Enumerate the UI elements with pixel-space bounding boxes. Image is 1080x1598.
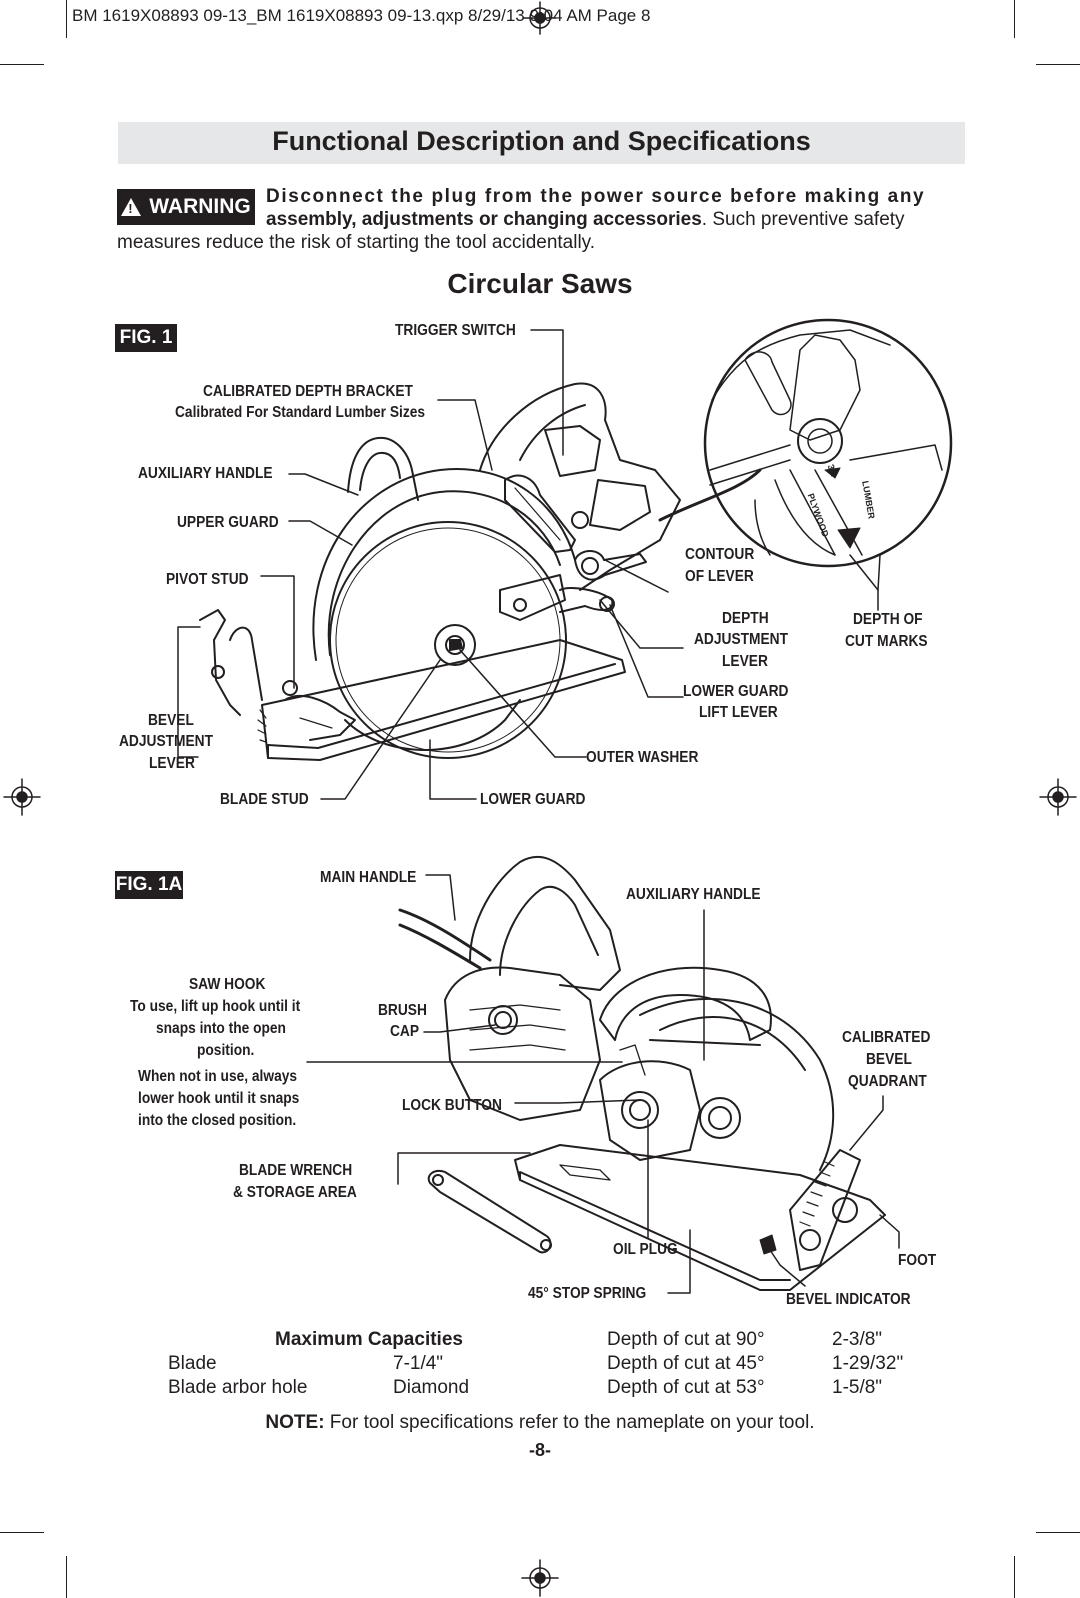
title-bar — [118, 122, 965, 164]
callout-calibrated-bevel-quadrant-2: BEVEL — [866, 1051, 912, 1068]
callout-blade-wrench-2: & STORAGE AREA — [233, 1184, 357, 1201]
callout-depth-of-cut-marks-1: DEPTH OF — [853, 611, 923, 628]
note-text: For tool specifications refer to the nam… — [324, 1412, 815, 1433]
crop-mark — [0, 64, 44, 65]
callout-saw-hook-text-6: into the closed position. — [138, 1112, 297, 1129]
callout-depth-adjustment-lever-3: LEVER — [722, 653, 768, 670]
callout-calibrated-bevel-quadrant-3: QUADRANT — [848, 1073, 927, 1090]
callout-blade-wrench-1: BLADE WRENCH — [239, 1162, 353, 1179]
warning-line-1: Disconnect the plug from the power sourc… — [266, 186, 926, 207]
callout-pivot-stud: PIVOT STUD — [166, 571, 249, 588]
callout-auxiliary-handle-1a: AUXILIARY HANDLE — [626, 886, 761, 903]
depth-scale-inset — [703, 318, 953, 568]
callout-saw-hook-text-1: To use, lift up hook until it — [130, 998, 301, 1015]
fig1-saw-drawing — [199, 382, 762, 761]
crop-mark — [1014, 0, 1015, 38]
warning-line-2-rest: . Such preventive safety — [701, 209, 905, 230]
callout-main-handle: MAIN HANDLE — [320, 869, 417, 886]
callout-contour-of-lever-2: OF LEVER — [685, 568, 754, 585]
specifications-note: NOTE: For tool specifications refer to t… — [0, 1412, 1080, 1434]
fig1-leader-lines — [177, 329, 881, 800]
capacity-label: Blade arbor hole — [168, 1377, 308, 1398]
callout-saw-hook-text-3: position. — [197, 1042, 255, 1059]
callout-saw-hook-text-4: When not in use, always — [138, 1068, 298, 1085]
capacity-value: Diamond — [393, 1377, 470, 1398]
callout-brush-cap-1: BRUSH — [378, 1002, 427, 1019]
callout-lower-guard-lift-lever-1: LOWER GUARD — [683, 683, 789, 700]
registration-mark-icon — [521, 1559, 559, 1597]
callout-depth-of-cut-marks-2: CUT MARKS — [845, 633, 928, 650]
callout-calibrated-depth-bracket: CALIBRATED DEPTH BRACKET — [203, 383, 413, 400]
callout-saw-hook: SAW HOOK — [189, 976, 266, 993]
section-title: Circular Saws — [447, 268, 633, 299]
depth-value: 1-5/8" — [832, 1377, 883, 1398]
callout-lower-guard-lift-lever-2: LIFT LEVER — [699, 704, 778, 721]
callout-depth-adjustment-lever-2: ADJUSTMENT — [694, 631, 789, 648]
callout-stop-spring: 45° STOP SPRING — [528, 1285, 647, 1302]
capacity-label: Blade — [168, 1353, 217, 1374]
registration-mark-icon — [3, 778, 41, 816]
callout-calibrated-bevel-quadrant-1: CALIBRATED — [842, 1029, 931, 1046]
warning-badge: ! WARNING — [117, 189, 255, 225]
callout-lock-button: LOCK BUTTON — [402, 1097, 502, 1114]
crop-mark — [66, 0, 67, 38]
depth-label: Depth of cut at 53° — [607, 1377, 765, 1398]
callout-foot: FOOT — [898, 1252, 937, 1269]
callout-outer-washer: OUTER WASHER — [586, 749, 699, 766]
crop-mark — [0, 1532, 44, 1533]
fig1a-leader-lines — [306, 874, 900, 1294]
capacities-heading: Maximum Capacities — [275, 1329, 463, 1350]
fig1a-label: FIG. 1A — [115, 871, 183, 899]
depth-label: Depth of cut at 90° — [607, 1329, 765, 1350]
page-title: Functional Description and Specification… — [272, 126, 811, 156]
crop-mark — [1036, 1532, 1080, 1533]
depth-value: 2-3/8" — [832, 1329, 883, 1350]
callout-brush-cap-2: CAP — [390, 1023, 420, 1040]
crop-mark — [1036, 64, 1080, 65]
registration-mark-icon — [1039, 778, 1077, 816]
fig1-label: FIG. 1 — [115, 324, 177, 352]
warning-badge-text: WARNING — [149, 195, 251, 218]
registration-mark-icon — [523, 1, 557, 35]
warning-line-2-bold: assembly, adjustments or changing access… — [266, 209, 702, 230]
note-label: NOTE: — [265, 1412, 325, 1433]
warning-line-3: measures reduce the risk of starting the… — [117, 232, 596, 253]
capacity-value: 7-1/4" — [393, 1353, 444, 1374]
print-slug: BM 1619X08893 09-13_BM 1619X08893 09-13.… — [72, 6, 651, 25]
callout-bevel-indicator: BEVEL INDICATOR — [786, 1291, 911, 1308]
callout-oil-plug: OIL PLUG — [613, 1241, 678, 1258]
warning-line-2: assembly, adjustments or changing access… — [266, 209, 965, 231]
depth-value: 1-29/32" — [832, 1353, 904, 1374]
callout-lower-guard: LOWER GUARD — [480, 791, 586, 808]
crop-mark — [66, 1556, 67, 1598]
callout-auxiliary-handle: AUXILIARY HANDLE — [138, 465, 273, 482]
crop-mark — [1014, 1556, 1015, 1598]
callout-bevel-adjustment-lever-2: ADJUSTMENT — [119, 733, 214, 750]
callout-saw-hook-text-2: snaps into the open — [156, 1020, 286, 1037]
callout-depth-adjustment-lever-1: DEPTH — [722, 610, 769, 627]
callout-trigger-switch: TRIGGER SWITCH — [395, 322, 516, 339]
callout-saw-hook-text-5: lower hook until it snaps — [138, 1090, 300, 1107]
page-number: -8- — [529, 1440, 551, 1460]
callout-bevel-adjustment-lever-3: LEVER — [149, 755, 195, 772]
fig1a-saw-drawing — [398, 855, 886, 1291]
callout-contour-of-lever-1: CONTOUR — [685, 546, 755, 563]
callout-upper-guard: UPPER GUARD — [177, 514, 279, 531]
callout-bevel-adjustment-lever-1: BEVEL — [148, 712, 194, 729]
depth-label: Depth of cut at 45° — [607, 1353, 765, 1374]
warning-triangle-icon: ! — [121, 198, 142, 216]
callout-blade-stud: BLADE STUD — [220, 791, 309, 808]
callout-calibrated-depth-bracket-sub: Calibrated For Standard Lumber Sizes — [175, 404, 426, 421]
